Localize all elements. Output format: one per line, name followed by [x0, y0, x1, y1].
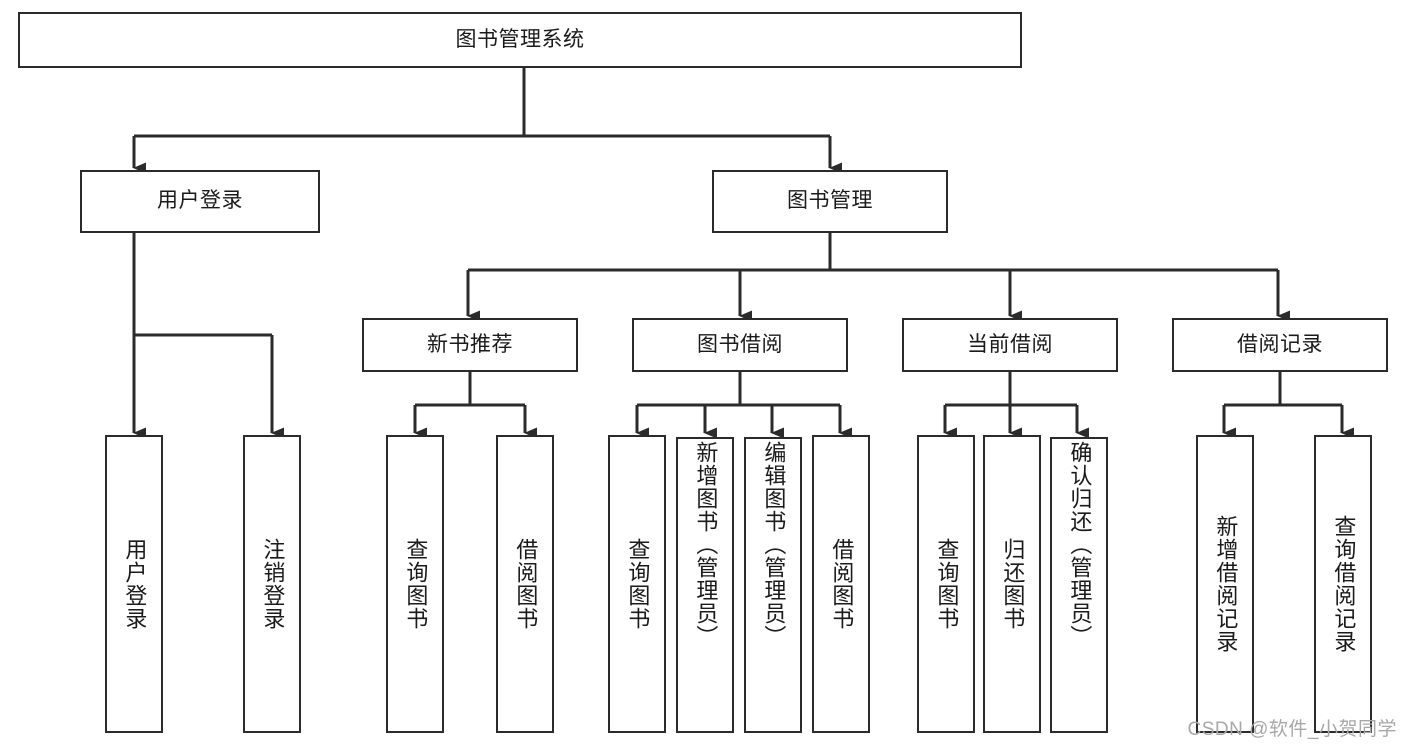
leaf-query-books-current[interactable]: 查询图书 [917, 435, 975, 733]
node-current-borrow[interactable]: 当前借阅 [902, 318, 1118, 372]
leaf-query-borrow-record-label: 查询借阅记录 [1331, 515, 1357, 653]
leaf-add-book-admin-label: 新增图书（管理员） [693, 441, 719, 648]
leaf-user-login[interactable]: 用户登录 [105, 435, 163, 733]
node-root[interactable]: 图书管理系统 [18, 12, 1022, 68]
node-borrow-record[interactable]: 借阅记录 [1172, 318, 1388, 372]
leaf-edit-book-admin[interactable]: 编辑图书（管理员） [744, 437, 802, 733]
watermark-text: CSDN @软件_小贺同学 [1187, 719, 1397, 740]
node-new-book-recommend[interactable]: 新书推荐 [362, 318, 578, 372]
leaf-query-borrow-record[interactable]: 查询借阅记录 [1314, 435, 1372, 733]
node-user-login-label: 用户登录 [157, 189, 243, 213]
node-new-book-recommend-label: 新书推荐 [427, 332, 513, 356]
leaf-query-books-borrow-label: 查询图书 [625, 538, 651, 630]
leaf-logout[interactable]: 注销登录 [243, 435, 301, 733]
leaf-borrow-books-borrow-label: 借阅图书 [829, 538, 855, 630]
leaf-add-book-admin[interactable]: 新增图书（管理员） [676, 437, 734, 733]
leaf-return-books[interactable]: 归还图书 [983, 435, 1041, 733]
leaf-return-books-label: 归还图书 [1000, 538, 1026, 630]
leaf-query-books-current-label: 查询图书 [934, 538, 960, 630]
leaf-borrow-books-recommend-label: 借阅图书 [513, 538, 539, 630]
leaf-query-books-recommend[interactable]: 查询图书 [386, 435, 444, 733]
leaf-borrow-books-borrow[interactable]: 借阅图书 [812, 435, 870, 733]
node-book-management-label: 图书管理 [787, 189, 873, 213]
node-book-borrow[interactable]: 图书借阅 [632, 318, 848, 372]
node-root-label: 图书管理系统 [455, 27, 585, 51]
node-borrow-record-label: 借阅记录 [1237, 332, 1323, 356]
leaf-logout-label: 注销登录 [260, 538, 286, 630]
leaf-query-books-recommend-label: 查询图书 [403, 538, 429, 630]
leaf-borrow-books-recommend[interactable]: 借阅图书 [496, 435, 554, 733]
leaf-add-borrow-record[interactable]: 新增借阅记录 [1196, 435, 1254, 733]
leaf-add-borrow-record-label: 新增借阅记录 [1213, 515, 1239, 653]
node-book-management[interactable]: 图书管理 [712, 170, 948, 233]
leaf-user-login-label: 用户登录 [122, 538, 148, 630]
node-current-borrow-label: 当前借阅 [967, 332, 1053, 356]
leaf-edit-book-admin-label: 编辑图书（管理员） [761, 441, 787, 648]
node-user-login[interactable]: 用户登录 [80, 170, 320, 233]
leaf-confirm-return-admin[interactable]: 确认归还（管理员） [1050, 437, 1108, 733]
leaf-confirm-return-admin-label: 确认归还（管理员） [1067, 441, 1093, 648]
leaf-query-books-borrow[interactable]: 查询图书 [608, 435, 666, 733]
node-book-borrow-label: 图书借阅 [697, 332, 783, 356]
